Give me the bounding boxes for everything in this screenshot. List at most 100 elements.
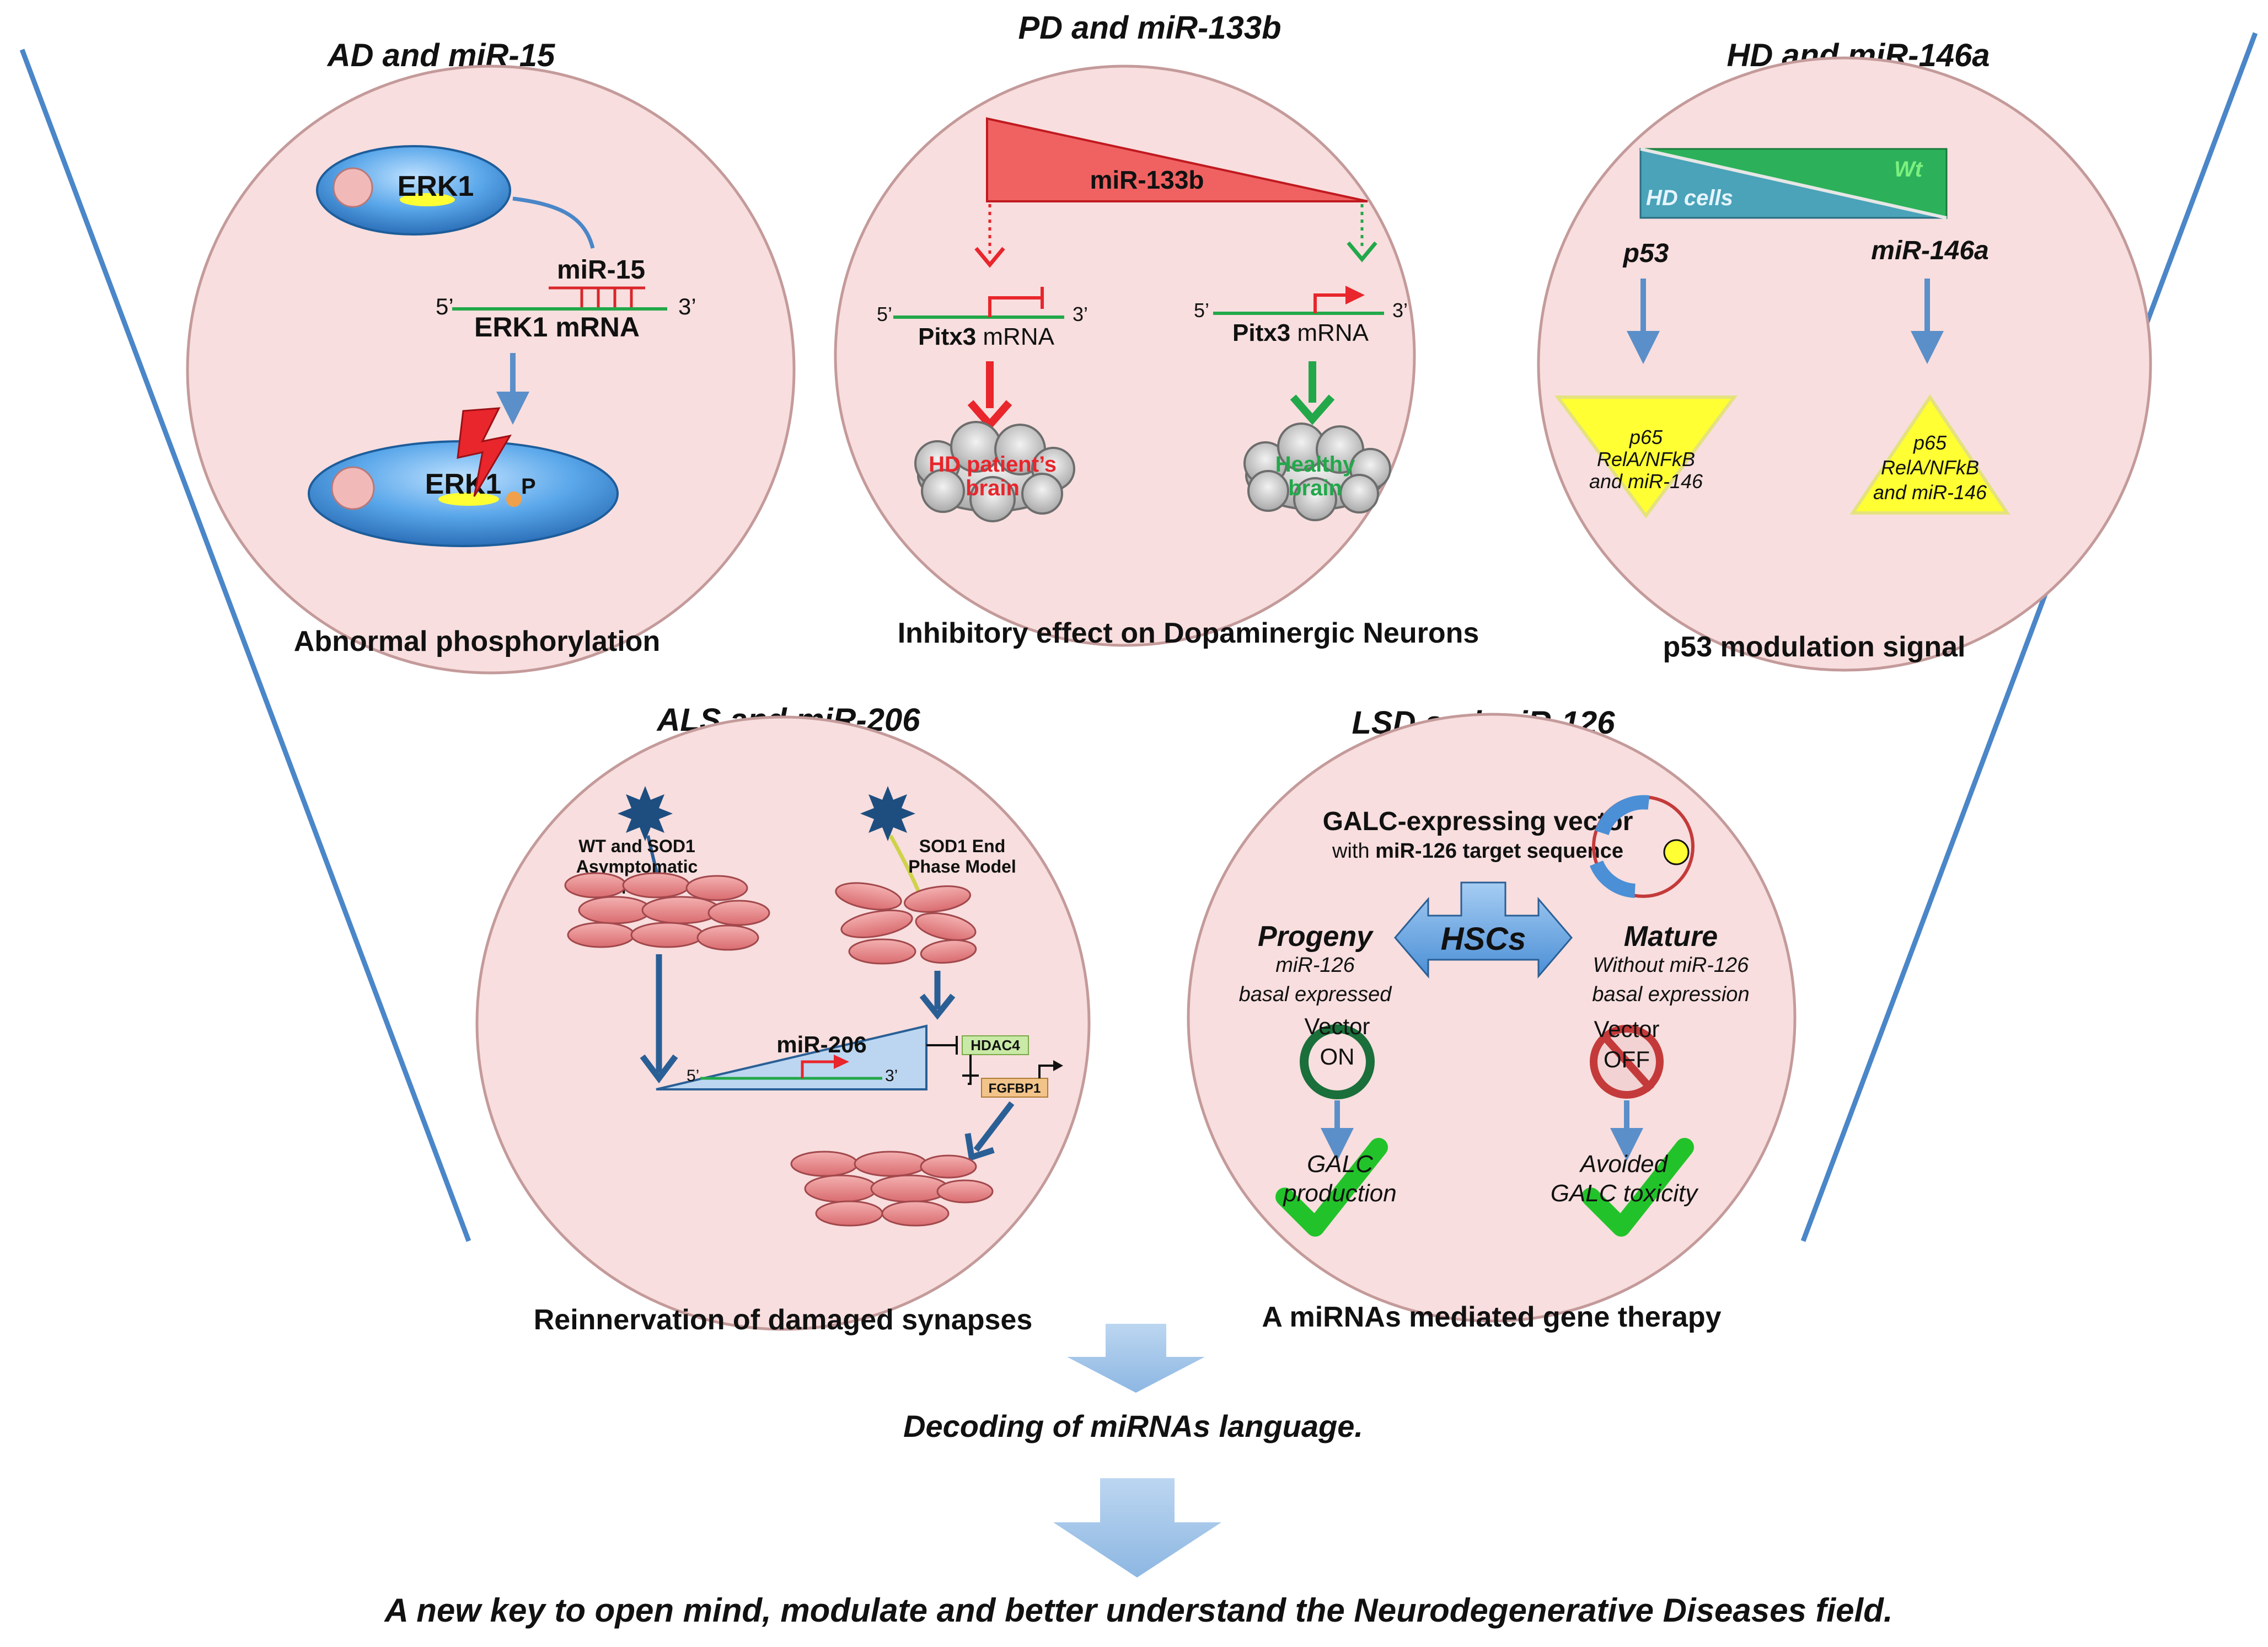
mir206-label: miR-206 (776, 1031, 866, 1057)
ad-three-prime: 3’ (678, 293, 696, 319)
erk1-yellow-mark-bottom (438, 493, 499, 506)
up-tri-line1: p65 (1913, 431, 1947, 454)
up-triangle (1849, 394, 2010, 515)
brain-left-line1: HD patient’s (929, 452, 1057, 477)
als-caption: Reinnervation of damaged synapses (534, 1304, 1033, 1336)
muscle-fibers-bottom (790, 1151, 994, 1227)
conclusion-2: A new key to open mind, modulate and bet… (383, 1592, 1892, 1629)
als-diag-arrow (973, 1101, 1015, 1152)
lightning-icon (457, 407, 512, 497)
block-arrow-2 (1053, 1478, 1221, 1578)
up-tri-line2: RelA/NFkB (1881, 456, 1979, 479)
als-five-prime: 5’ (687, 1067, 699, 1085)
pd-right-gene: Pitx3 mRNA (1232, 319, 1369, 346)
mature-label: Mature (1624, 921, 1718, 953)
als-right-label-2: Phase Model (908, 857, 1016, 876)
result-left-line1: GALC (1307, 1151, 1374, 1178)
down-triangle (1554, 395, 1738, 519)
checkmark-left-icon (1275, 1138, 1388, 1237)
als-promoter-head (834, 1055, 849, 1069)
mir133b-label: miR-133b (1090, 165, 1204, 194)
hd-cells-label: HD cells (1646, 186, 1733, 210)
pd-right-promoter (1313, 293, 1351, 313)
pd-caption: Inhibitory effect on Dopaminergic Neuron… (898, 617, 1479, 649)
funnel-line-right (1800, 32, 2258, 1242)
nucleus-icon (333, 167, 373, 208)
mature-sub1: Without miR-126 (1593, 954, 1750, 977)
erk1-mrna-label: ERK1 mRNA (474, 312, 640, 343)
ad-panel: AD and miR-15 ERK1 miR-15 5’ 3’ ERK1 mRN… (186, 38, 796, 675)
off-slash (1601, 1034, 1655, 1092)
plasmid-icon (1589, 795, 1695, 898)
muscle-fibers-right (835, 882, 977, 965)
hscs-label: HSCs (1441, 921, 1526, 957)
pd-left-red-arrowhead (967, 400, 1012, 431)
als-left-label-1: WT and SOD1 (578, 836, 695, 856)
pd-left-five: 5’ (877, 303, 892, 325)
phosphate-dot (506, 491, 522, 507)
vector-off-label: Vector (1594, 1016, 1659, 1042)
als-panel: ALS and miR-206 WT and SOD1 Asymptomatic… (475, 702, 1091, 1336)
progeny-sub1: miR-126 (1275, 954, 1355, 977)
pd-right-green-arrowhead (1290, 394, 1335, 425)
mir133b-gradient-triangle (986, 117, 1368, 202)
p53-label: p53 (1622, 239, 1669, 268)
down-tri-line1: p65 (1629, 426, 1663, 448)
erk1-cell-top (316, 145, 511, 236)
hscs-arrow-shape (1394, 881, 1573, 979)
progeny-label: Progeny (1258, 921, 1374, 953)
pd-right-promoter-head (1345, 286, 1365, 304)
als-right-label-1: SOD1 End (919, 836, 1005, 856)
hdac4-inhibit (968, 1055, 972, 1085)
mir206-triangle (656, 1024, 927, 1090)
pd-right-three: 3’ (1392, 299, 1408, 322)
brain-icon-left (914, 421, 1075, 522)
pd-panel: PD and miR-133b miR-133b 5’ 3’ Pitx3 mRN… (834, 10, 1479, 649)
pd-left-three: 3’ (1073, 303, 1088, 325)
fgfbp1-box (981, 1078, 1048, 1098)
on-label: ON (1320, 1044, 1355, 1070)
ad-five-prime: 5’ (436, 293, 454, 319)
fgfbp1-label: FGFBP1 (989, 1081, 1041, 1096)
als-promoter (801, 1060, 838, 1078)
als-right-arrowhead (919, 993, 956, 1020)
pd-title: PD and miR-133b (1018, 10, 1282, 46)
erk1-yellow-mark (400, 193, 455, 206)
hdac4-box (962, 1035, 1029, 1055)
als-left-arrowhead (640, 1054, 678, 1084)
hdac4-label: HDAC4 (971, 1037, 1020, 1054)
erk1-label-top: ERK1 (398, 170, 474, 202)
als-circle (475, 715, 1091, 1331)
muscle-fibers-left (564, 872, 770, 951)
result-left-line2: production (1282, 1180, 1396, 1207)
hd-panel: HD and miR-146a Wt HD cells p53 miR-146a… (1537, 38, 2152, 672)
progeny-sub2: basal expressed (1239, 983, 1393, 1006)
fgfbp1-promoter (1038, 1065, 1056, 1078)
hd-caption: p53 modulation signal (1663, 631, 1966, 663)
pd-left-inhibit (988, 296, 1042, 317)
als-diag-arrowhead (964, 1133, 995, 1162)
als-three-prime: 3’ (885, 1067, 898, 1085)
checkmark-right-icon (1581, 1138, 1694, 1237)
right-chevron (1347, 241, 1377, 263)
vector-line2: with miR-126 target sequence (1332, 839, 1623, 863)
brain-right-line2: brain (1288, 476, 1342, 500)
brain-left-line2: brain (966, 476, 1020, 500)
left-chevron (974, 247, 1005, 268)
nucleus-icon-bottom (331, 466, 375, 510)
vector-on-ring (1300, 1024, 1375, 1099)
phospho-label: P (521, 474, 536, 499)
mir15-label: miR-15 (557, 255, 645, 285)
mature-sub2: basal expression (1592, 983, 1749, 1006)
down-tri-line2: RelA/NFkB (1597, 448, 1695, 470)
lsd-circle (1187, 713, 1797, 1323)
lsd-panel: LSD and miR-126 GALC-expressing vector w… (1187, 705, 1797, 1333)
connector-curve (512, 196, 595, 249)
vector-line1: GALC-expressing vector (1323, 807, 1633, 836)
fgfbp1-promoter-head (1053, 1060, 1063, 1071)
result-right-line2: GALC toxicity (1551, 1180, 1699, 1207)
hd-divider (1640, 147, 1947, 220)
mir146a-label: miR-146a (1871, 236, 1988, 265)
vector-on-label: Vector (1304, 1013, 1370, 1039)
